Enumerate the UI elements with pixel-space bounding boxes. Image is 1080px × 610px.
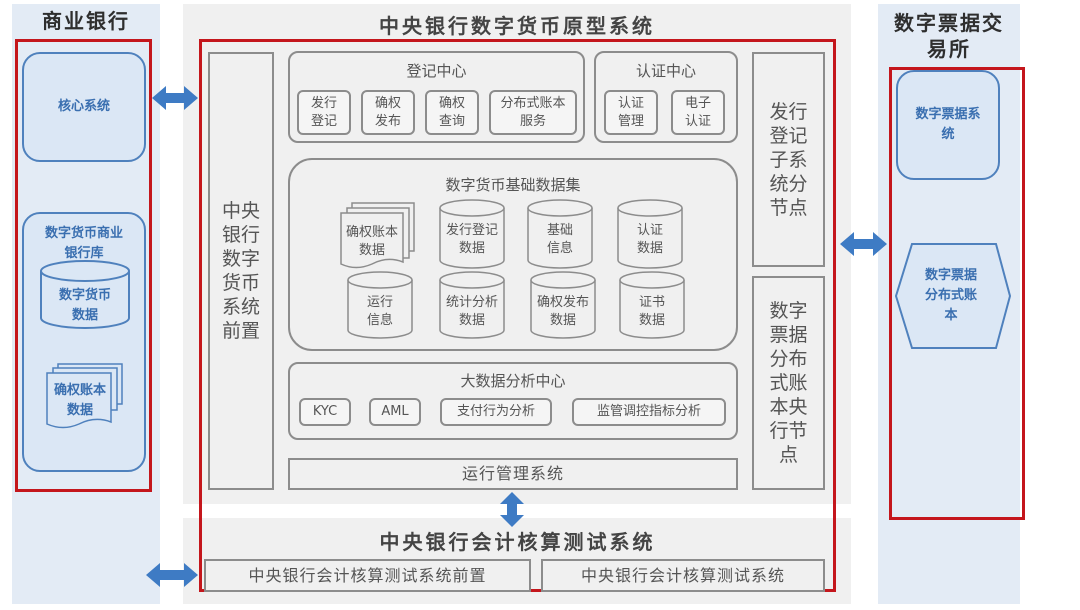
reg-item-ledger-service-label: 分布式账本服务 [500,95,566,129]
bank-db-title: 数字货币商业银行库 [44,226,123,261]
issuance-node-label: 发行登记子系统分节点 [769,100,808,219]
reg-item-issue-label: 发行登记 [310,95,337,129]
issuance-node-box: 发行登记子系统分节点 [752,52,825,267]
auth-item-manage-label: 认证管理 [617,95,644,129]
accounting-frontend-box: 中央银行会计核算测试系统前置 [204,559,531,592]
auth-center-title: 认证中心 [635,62,696,80]
bill-system-box: 数字票据系统 [896,70,1000,180]
bill-ledger-label: 数字票据分布式账本 [924,268,977,323]
bigdata-kyc: KYC [299,398,351,426]
bigdata-regulatory: 监管调控指标分析 [572,398,726,426]
bigdata-kyc-label: KYC [312,404,338,419]
bigdata-title: 大数据分析中心 [460,372,566,390]
reg-item-rights-publish: 确权发布 [361,90,415,135]
bigdata-regulatory-label: 监管调控指标分析 [596,404,701,419]
db-ledger-label: 确权账本数据 [345,225,398,258]
bill-node-box: 数字票据分布式账本央行节点 [752,276,825,490]
cbdc-frontend-label: 中央银行数字货币系统前置 [221,200,260,342]
reg-item-issue: 发行登记 [297,90,351,135]
left-panel-title: 商业银行 [42,9,130,33]
bill-node-label: 数字票据分布式账本央行节点 [769,300,808,466]
core-system-label: 核心系统 [57,99,110,114]
right-panel-title: 数字票据交易所 [894,11,1004,61]
auth-item-manage: 认证管理 [604,90,658,135]
cyl-cert-data-label: 证书数据 [638,295,665,328]
bill-system-label: 数字票据系统 [915,107,981,142]
bank-db-box [22,212,146,472]
cbdc-frontend-box: 中央银行数字货币系统前置 [208,52,274,490]
reg-item-rights-query-label: 确权查询 [438,95,465,129]
auth-item-electronic-label: 电子认证 [684,95,711,129]
registration-center-title: 登记中心 [406,62,467,80]
bigdata-payment: 支付行为分析 [440,398,552,426]
accounting-frontend-label: 中央银行会计核算测试系统前置 [248,565,487,585]
rights-ledger-label: 确权账本数据 [53,383,106,418]
core-system-box: 核心系统 [22,52,146,162]
ops-label: 运行管理系统 [461,464,564,483]
bigdata-aml: AML [369,398,421,426]
cyl-auth-data-label: 认证数据 [636,223,663,256]
reg-item-ledger-service: 分布式账本服务 [489,90,577,135]
bigdata-aml-label: AML [381,404,409,419]
accounting-system-label: 中央银行会计核算测试系统 [580,565,785,585]
cyl-base-info-label: 基础信息 [546,223,573,256]
currency-data-label: 数字货币数据 [58,288,111,323]
ops-box: 运行管理系统 [288,458,738,490]
database-title: 数字货币基础数据集 [445,176,581,194]
auth-item-electronic: 电子认证 [671,90,725,135]
reg-item-rights-publish-label: 确权发布 [374,95,401,129]
right-panel-frame [889,67,1025,520]
center-title: 中央银行数字货币原型系统 [379,14,655,38]
accounting-title: 中央银行会计核算测试系统 [379,530,656,554]
cyl-ops-info-label: 运行信息 [366,295,393,328]
cyl-rights-data-label: 确权发布数据 [537,295,590,328]
bigdata-payment-label: 支付行为分析 [456,404,535,419]
cyl-stats-data-label: 统计分析数据 [446,295,499,328]
left-panel-frame [15,39,152,492]
reg-item-rights-query: 确权查询 [425,90,479,135]
cyl-issue-data-label: 发行登记数据 [446,223,499,256]
accounting-system-box: 中央银行会计核算测试系统 [541,559,825,592]
